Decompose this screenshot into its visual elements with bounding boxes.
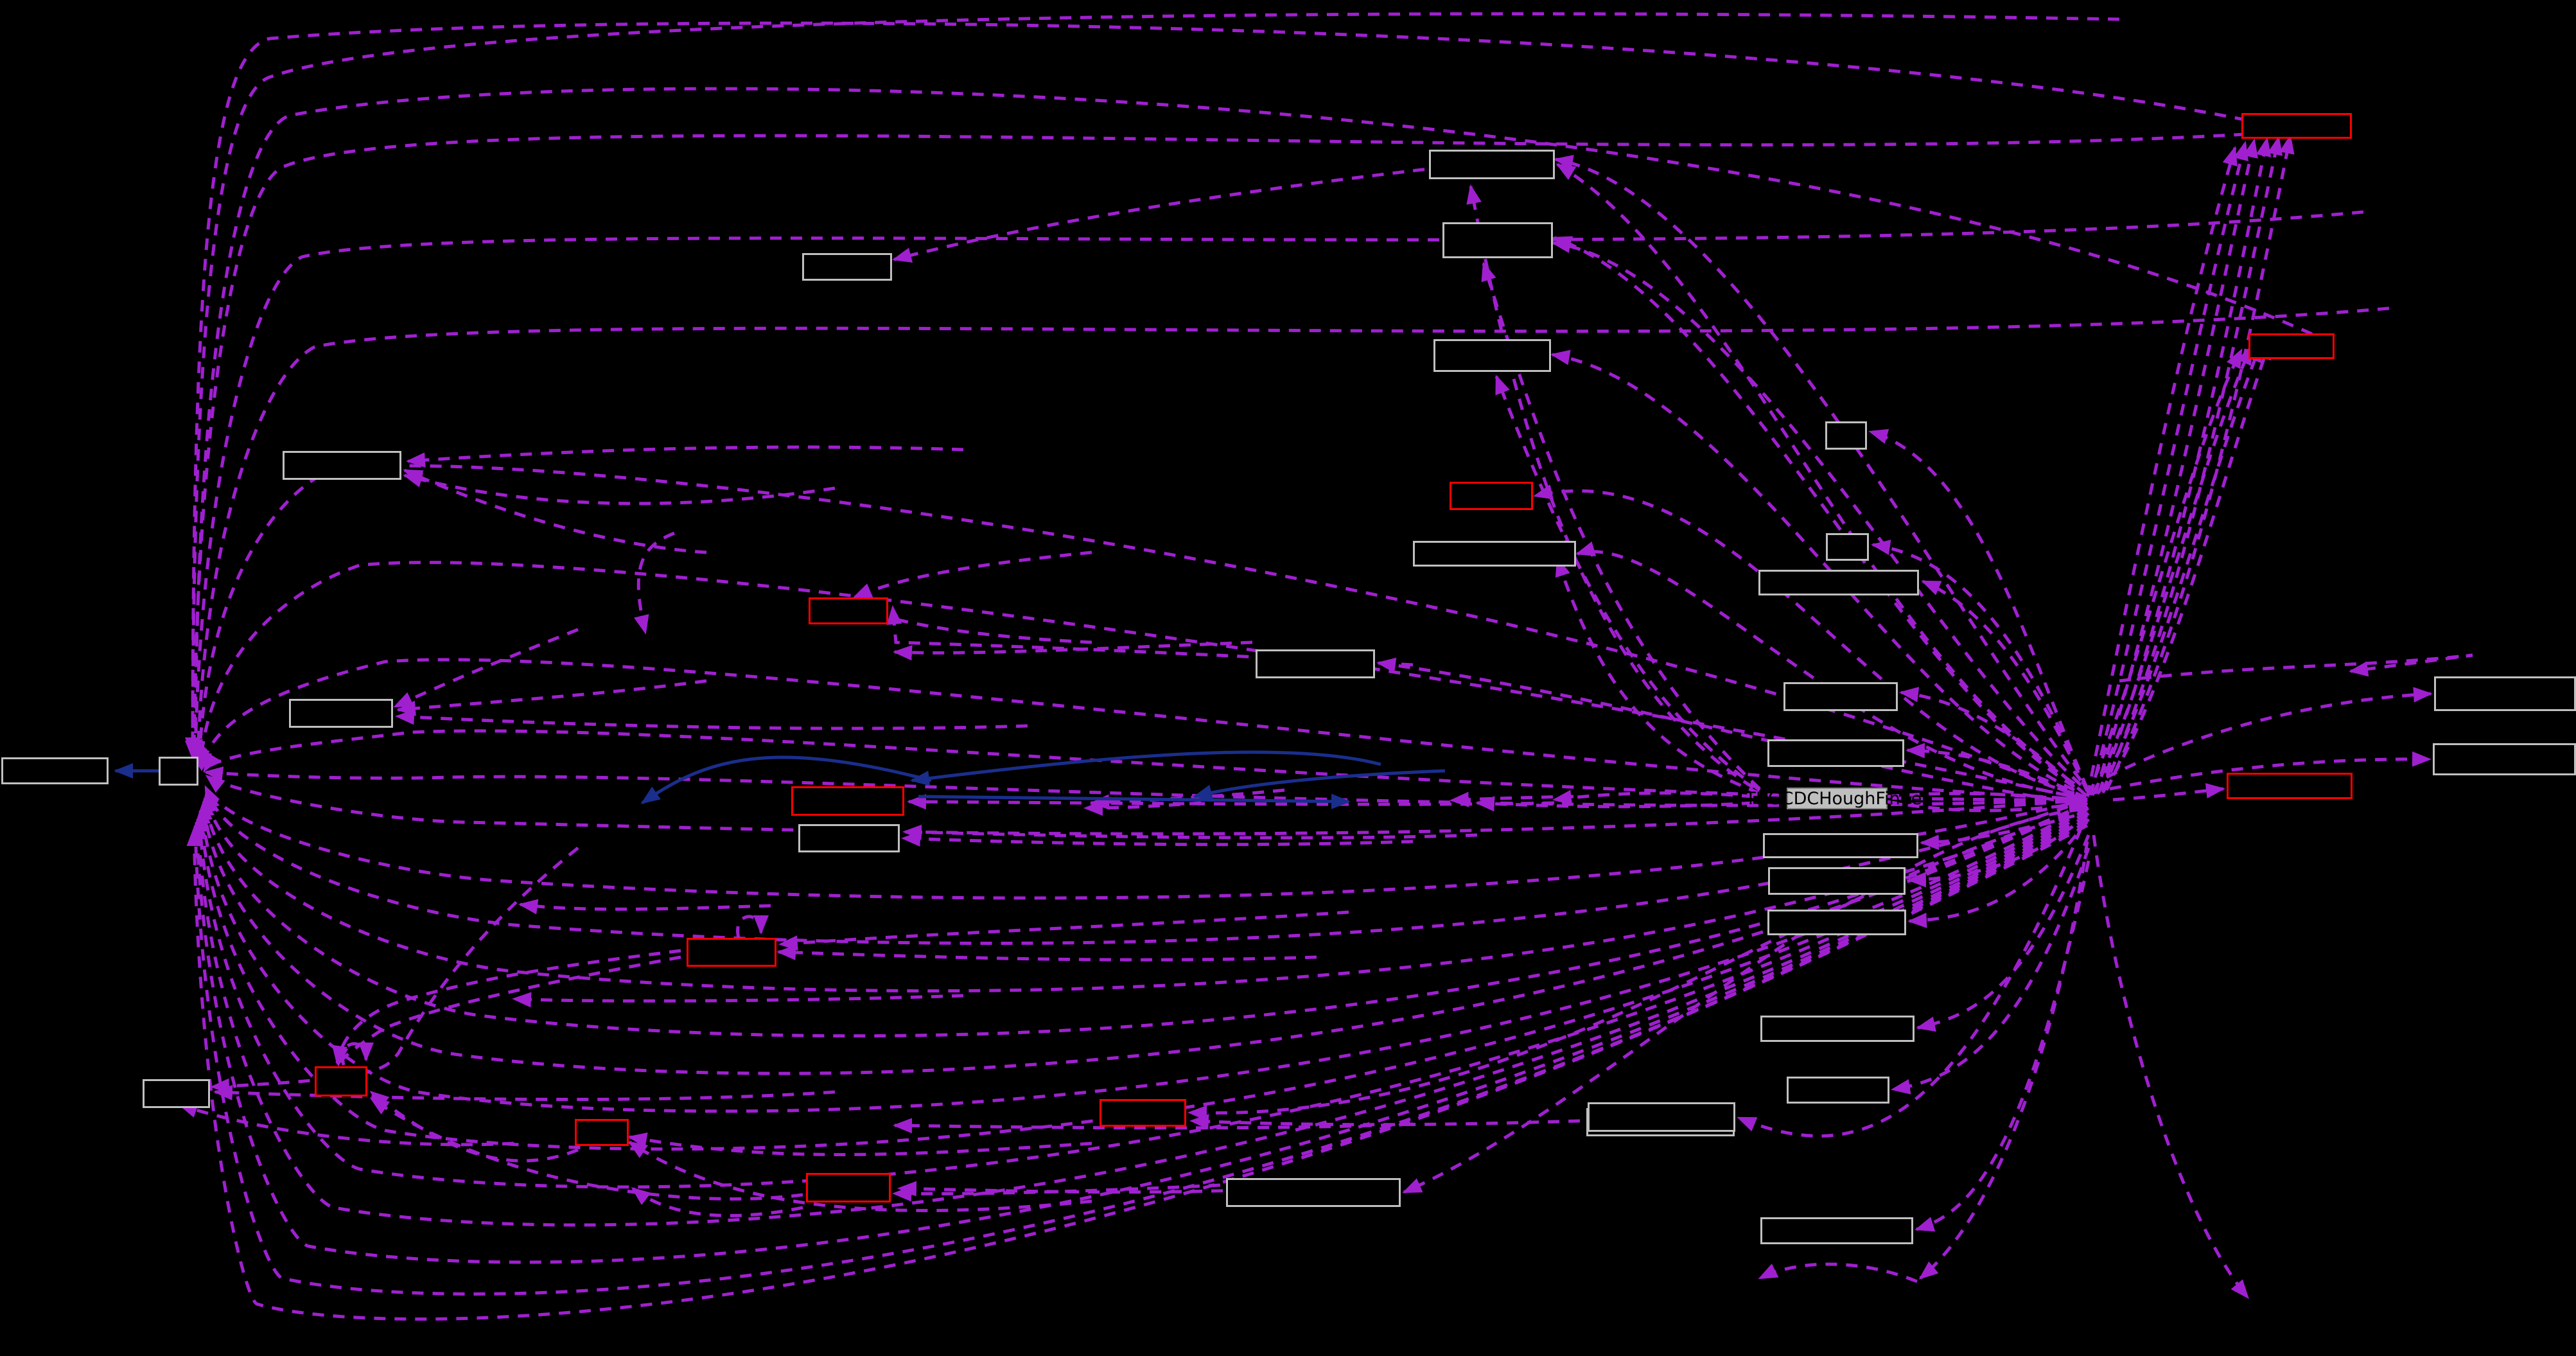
graph-node[interactable] [1826, 533, 1869, 561]
graph-node[interactable] [1760, 1217, 1913, 1244]
graph-node-highlighted[interactable] [1450, 482, 1533, 510]
graph-node[interactable] [1758, 570, 1919, 595]
graph-node[interactable] [1226, 1178, 1401, 1207]
graph-node-highlighted[interactable] [1100, 1099, 1186, 1127]
graph-node-highlighted[interactable] [809, 597, 888, 624]
graph-node[interactable] [1429, 150, 1555, 179]
graph-node[interactable] [283, 451, 401, 480]
graph-node-highlighted[interactable] [687, 938, 776, 967]
graph-node[interactable] [1763, 833, 1918, 858]
graph-node-label: TRGCDCHoughFinder [1745, 788, 1929, 809]
graph-node[interactable] [802, 253, 892, 281]
graph-node[interactable] [1783, 682, 1898, 711]
graph-node-highlighted[interactable] [806, 1173, 891, 1202]
graph-node-highlighted[interactable] [2248, 333, 2335, 359]
edge-group-purple [178, 12, 2473, 1321]
graph-node-highlighted[interactable] [791, 786, 904, 816]
graph-node[interactable] [1768, 867, 1906, 895]
graph-node[interactable] [289, 699, 393, 728]
graph-node[interactable] [2433, 743, 2576, 775]
graph-node[interactable] [1588, 1102, 1735, 1132]
edge-group-blue [114, 750, 1446, 809]
graph-node[interactable] [143, 1079, 210, 1108]
graph-node[interactable] [1442, 222, 1553, 258]
graph-node[interactable] [1787, 1077, 1889, 1104]
graph-node-highlighted[interactable] [2241, 113, 2352, 139]
graph-node-highlighted[interactable] [315, 1066, 367, 1096]
graph-node[interactable] [159, 757, 198, 786]
graph-node-highlighted[interactable] [575, 1119, 629, 1146]
graph-node[interactable] [798, 824, 900, 852]
graph-node[interactable] [1825, 421, 1867, 450]
graph-node[interactable] [1433, 339, 1551, 372]
graph-node-focus[interactable]: TRGCDCHoughFinder [1746, 788, 1929, 809]
graph-node[interactable] [1256, 649, 1375, 678]
graph-node[interactable] [1760, 1016, 1914, 1042]
graph-node[interactable] [1767, 910, 1906, 935]
graph-node[interactable] [1413, 541, 1576, 567]
graph-node[interactable] [1, 757, 109, 784]
graph-node[interactable] [2434, 676, 2576, 711]
graph-node-highlighted[interactable] [2227, 773, 2353, 799]
graph-node[interactable] [1767, 739, 1904, 767]
